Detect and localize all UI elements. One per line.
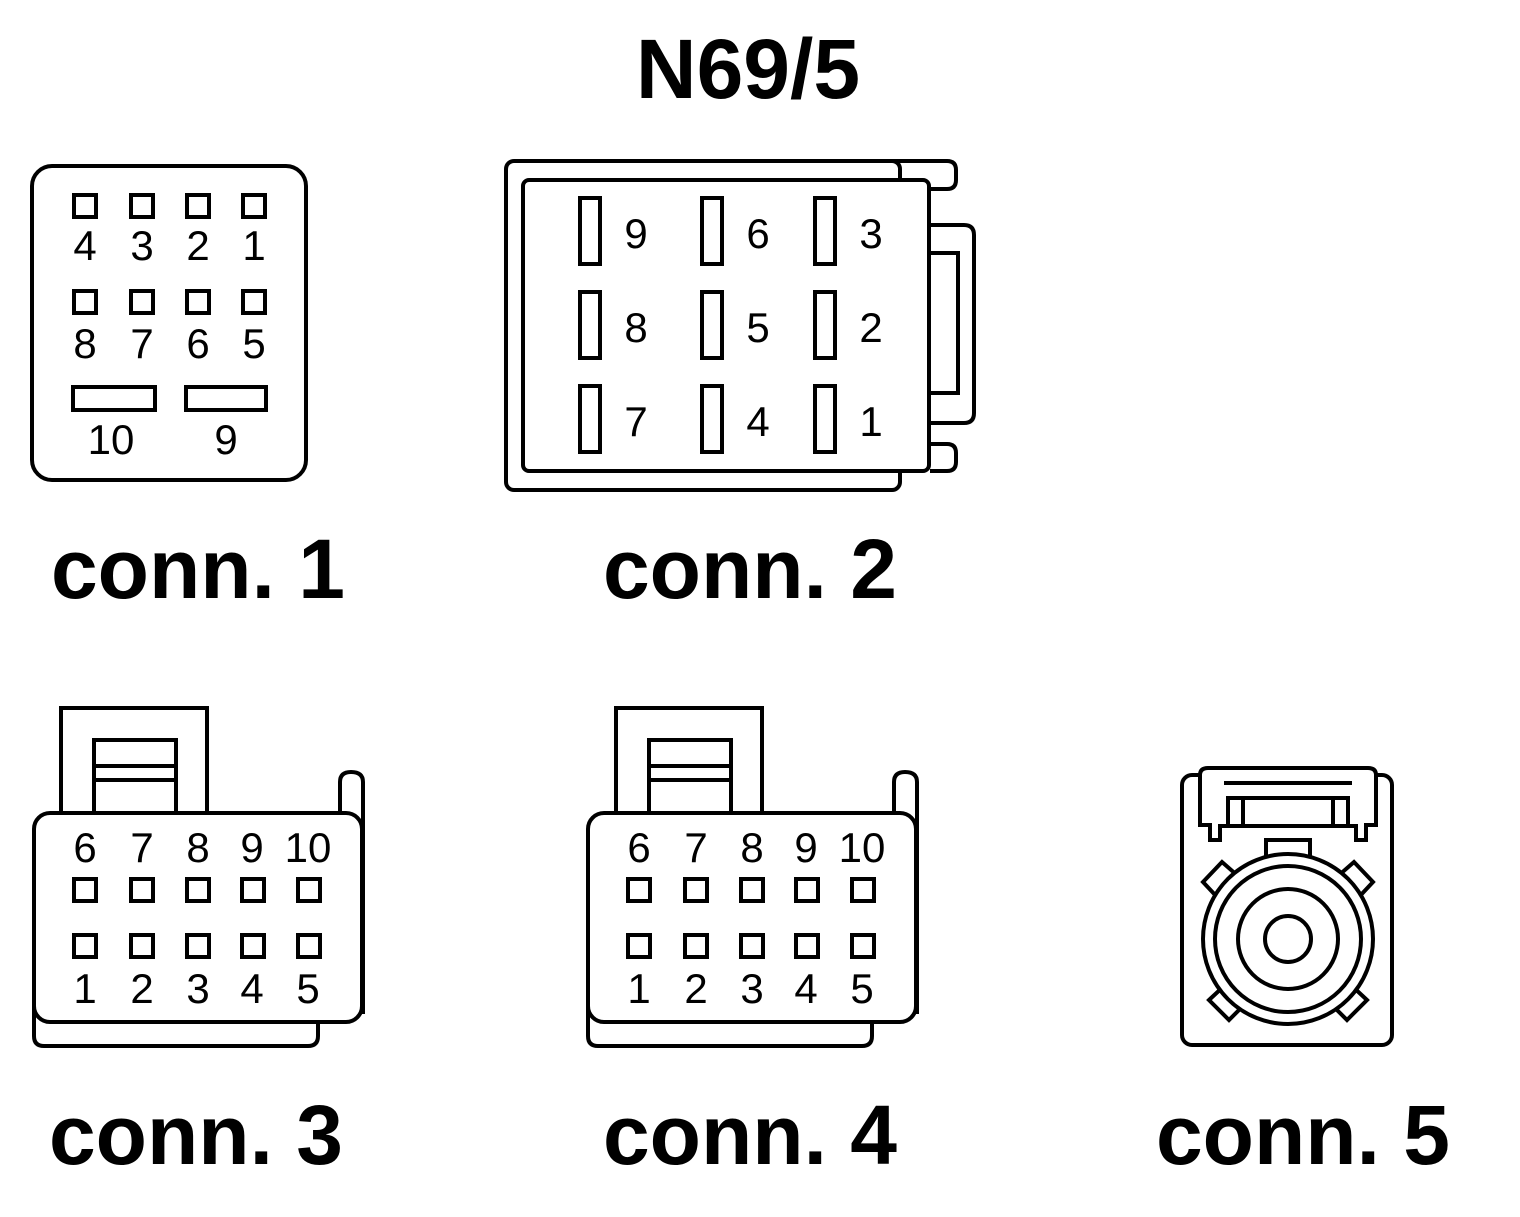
connector-3-pin-3 <box>185 933 211 959</box>
connector-4-pin-label: 7 <box>684 824 707 871</box>
connector-3-pin-1 <box>72 933 98 959</box>
connector-1: 4 3 2 1 8 7 6 5 10 9 <box>30 164 308 482</box>
connector-2-label: conn. 2 <box>603 522 897 616</box>
connector-3: 6 7 8 9 10 1 2 3 4 5 <box>32 706 365 1048</box>
connector-1-pin-6 <box>185 289 211 315</box>
connector-4-pin-4 <box>794 933 820 959</box>
connector-1-pin-4 <box>72 193 98 219</box>
connector-1-pin-label: 1 <box>242 222 265 269</box>
connector-1-pin-label: 7 <box>130 320 153 367</box>
connector-1-housing <box>30 164 308 482</box>
connector-1-pin-9 <box>184 385 268 412</box>
connector-2-pin-label: 3 <box>859 210 882 257</box>
connector-2-pin-7 <box>578 384 602 454</box>
connector-4-pin-3 <box>739 933 765 959</box>
connector-2-pin-label: 6 <box>746 210 769 257</box>
connector-4: 6 7 8 9 10 1 2 3 4 5 <box>586 706 919 1048</box>
connector-3-pin-label: 9 <box>240 824 263 871</box>
connector-3-pin-label: 2 <box>130 965 153 1012</box>
connector-4-pin-label: 9 <box>794 824 817 871</box>
connector-4-pin-9 <box>794 877 820 903</box>
connector-2-pin-3 <box>813 196 837 266</box>
connector-1-pin-2 <box>185 193 211 219</box>
connector-1-pin-1 <box>241 193 267 219</box>
connector-4-pin-label: 10 <box>839 824 886 871</box>
connector-1-pin-8 <box>72 289 98 315</box>
connector-4-pin-2 <box>683 933 709 959</box>
connector-4-pin-label: 5 <box>850 965 873 1012</box>
connector-3-pin-label: 1 <box>73 965 96 1012</box>
connector-1-pin-7 <box>129 289 155 315</box>
connector-3-pin-6 <box>72 877 98 903</box>
connector-1-pin-3 <box>129 193 155 219</box>
connector-2-pin-label: 7 <box>624 398 647 445</box>
connector-3-pin-5 <box>296 933 322 959</box>
connector-4-pin-7 <box>683 877 709 903</box>
connector-1-pin-label: 3 <box>130 222 153 269</box>
connector-4-pin-label: 8 <box>740 824 763 871</box>
connector-1-pin-label: 5 <box>242 320 265 367</box>
connector-3-pin-2 <box>129 933 155 959</box>
connector-4-pin-label: 1 <box>627 965 650 1012</box>
connector-3-label: conn. 3 <box>49 1088 343 1182</box>
connector-4-pin-label: 6 <box>627 824 650 871</box>
connector-4-pin-label: 2 <box>684 965 707 1012</box>
connector-5 <box>1180 766 1394 1047</box>
connector-2-pin-label: 4 <box>746 398 769 445</box>
connector-4-pin-8 <box>739 877 765 903</box>
connector-3-pin-label: 3 <box>186 965 209 1012</box>
connector-1-pin-label: 6 <box>186 320 209 367</box>
connector-4-label: conn. 4 <box>603 1088 897 1182</box>
connector-2-pin-label: 9 <box>624 210 647 257</box>
connector-2-pin-5 <box>700 290 724 360</box>
connector-3-pin-9 <box>240 877 266 903</box>
connector-3-pin-10 <box>296 877 322 903</box>
connector-5-outer-ring <box>1201 852 1375 1026</box>
connector-2-housing <box>521 178 931 473</box>
connector-3-pin-4 <box>240 933 266 959</box>
connector-1-pin-5 <box>241 289 267 315</box>
connector-2: 9 8 7 6 5 4 3 2 1 <box>504 159 976 492</box>
connector-2-pin-8 <box>578 290 602 360</box>
diagram-title: N69/5 <box>636 22 860 116</box>
connector-3-pin-7 <box>129 877 155 903</box>
connector-2-pin-label: 2 <box>859 304 882 351</box>
connector-2-pin-1 <box>813 384 837 454</box>
connector-1-label: conn. 1 <box>51 522 345 616</box>
connector-3-pin-label: 6 <box>73 824 96 871</box>
connector-1-pin-label: 9 <box>214 416 237 463</box>
connector-1-pin-label: 2 <box>186 222 209 269</box>
connector-3-housing <box>32 811 364 1024</box>
connector-5-center-pin <box>1263 914 1313 964</box>
connector-2-pin-label: 1 <box>859 398 882 445</box>
connector-3-pin-label: 8 <box>186 824 209 871</box>
connector-5-label: conn. 5 <box>1156 1088 1450 1182</box>
connector-3-pin-label: 10 <box>285 824 332 871</box>
connector-3-pin-label: 7 <box>130 824 153 871</box>
connector-4-pin-1 <box>626 933 652 959</box>
connector-1-pin-label: 4 <box>73 222 96 269</box>
connector-2-pin-9 <box>578 196 602 266</box>
connector-1-pin-label: 8 <box>73 320 96 367</box>
connector-4-pin-label: 4 <box>794 965 817 1012</box>
connector-4-pin-6 <box>626 877 652 903</box>
connector-2-pin-6 <box>700 196 724 266</box>
connector-3-pin-label: 5 <box>296 965 319 1012</box>
connector-4-pin-label: 3 <box>740 965 763 1012</box>
connector-2-pin-2 <box>813 290 837 360</box>
connector-3-pin-8 <box>185 877 211 903</box>
connector-3-pin-label: 4 <box>240 965 263 1012</box>
connector-1-pin-label: 10 <box>88 416 135 463</box>
connector-4-pin-5 <box>850 933 876 959</box>
connector-4-pin-10 <box>850 877 876 903</box>
connector-2-pin-4 <box>700 384 724 454</box>
connector-2-pin-label: 5 <box>746 304 769 351</box>
connector-2-pin-label: 8 <box>624 304 647 351</box>
connector-4-housing <box>586 811 918 1024</box>
connector-1-pin-10 <box>71 385 157 412</box>
